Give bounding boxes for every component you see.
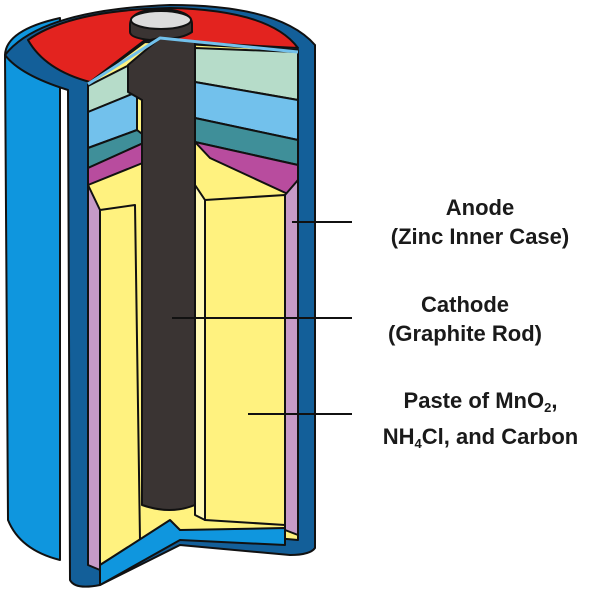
paste-text: , xyxy=(551,388,558,413)
cathode-title: Cathode xyxy=(421,292,509,317)
anode-label: Anode (Zinc Inner Case) xyxy=(355,193,600,251)
anode-subtitle: (Zinc Inner Case) xyxy=(390,224,570,249)
paste-text: NH xyxy=(382,424,415,449)
anode-title: Anode xyxy=(445,195,515,220)
outer-case xyxy=(4,17,61,561)
cathode-subtitle: (Graphite Rod) xyxy=(388,321,542,346)
paste-text: Cl, and Carbon xyxy=(421,424,579,449)
graphite-rod xyxy=(127,37,196,511)
paste-line-2: NH4Cl, and Carbon xyxy=(358,422,600,458)
paste-text: Paste of MnO xyxy=(403,388,545,413)
paste-label: Paste of MnO2, NH4Cl, and Carbon xyxy=(358,386,600,458)
subscript: 4 xyxy=(414,436,422,451)
paste-line-1: Paste of MnO2, xyxy=(358,386,600,422)
cathode-label: Cathode (Graphite Rod) xyxy=(345,290,585,348)
case-bottom xyxy=(99,519,286,586)
top-cap xyxy=(27,7,299,83)
zinc-lining-right xyxy=(284,179,299,536)
subscript: 2 xyxy=(544,400,552,415)
zinc-lining-left xyxy=(87,184,101,571)
